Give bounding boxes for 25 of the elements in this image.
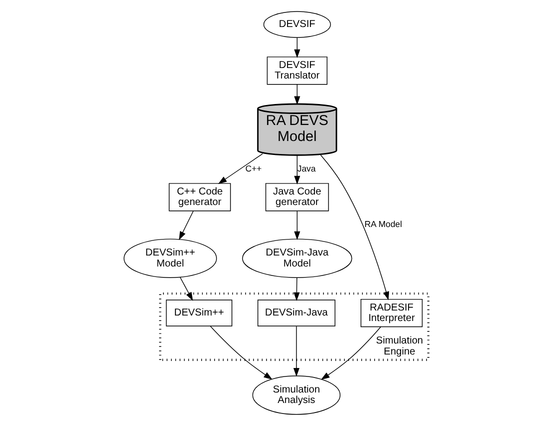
node-box: DEVSIF Translator bbox=[266, 56, 327, 85]
node-ellipse: DEVSim-Java Model bbox=[242, 238, 352, 278]
node-box: DEVSim-Java bbox=[257, 300, 335, 326]
node-ellipse: DEVSim++ Model bbox=[123, 238, 216, 278]
edge-label: C++ bbox=[244, 164, 262, 174]
node-box: C++ Code generator bbox=[168, 183, 230, 212]
arrow bbox=[294, 210, 300, 240]
arrow bbox=[179, 277, 192, 301]
arrow bbox=[294, 154, 300, 185]
edge-label: Java bbox=[296, 164, 316, 174]
node-ellipse: Simulation Analysis bbox=[252, 375, 340, 415]
arrow bbox=[320, 326, 381, 380]
edge-label: RA Model bbox=[364, 219, 402, 230]
arrow bbox=[293, 278, 300, 302]
node-box: RADESIF Interpreter bbox=[360, 298, 422, 328]
node-box: DEVSim++ bbox=[165, 300, 232, 326]
arrow bbox=[209, 326, 272, 380]
arrow bbox=[294, 37, 300, 58]
arrow bbox=[292, 326, 299, 377]
node-box: Java Code generator bbox=[264, 183, 328, 212]
arrow bbox=[218, 153, 262, 184]
arrow bbox=[320, 154, 389, 300]
arrow bbox=[178, 210, 194, 240]
node-ellipse: DEVSIF bbox=[262, 11, 330, 38]
arrow bbox=[294, 84, 300, 105]
